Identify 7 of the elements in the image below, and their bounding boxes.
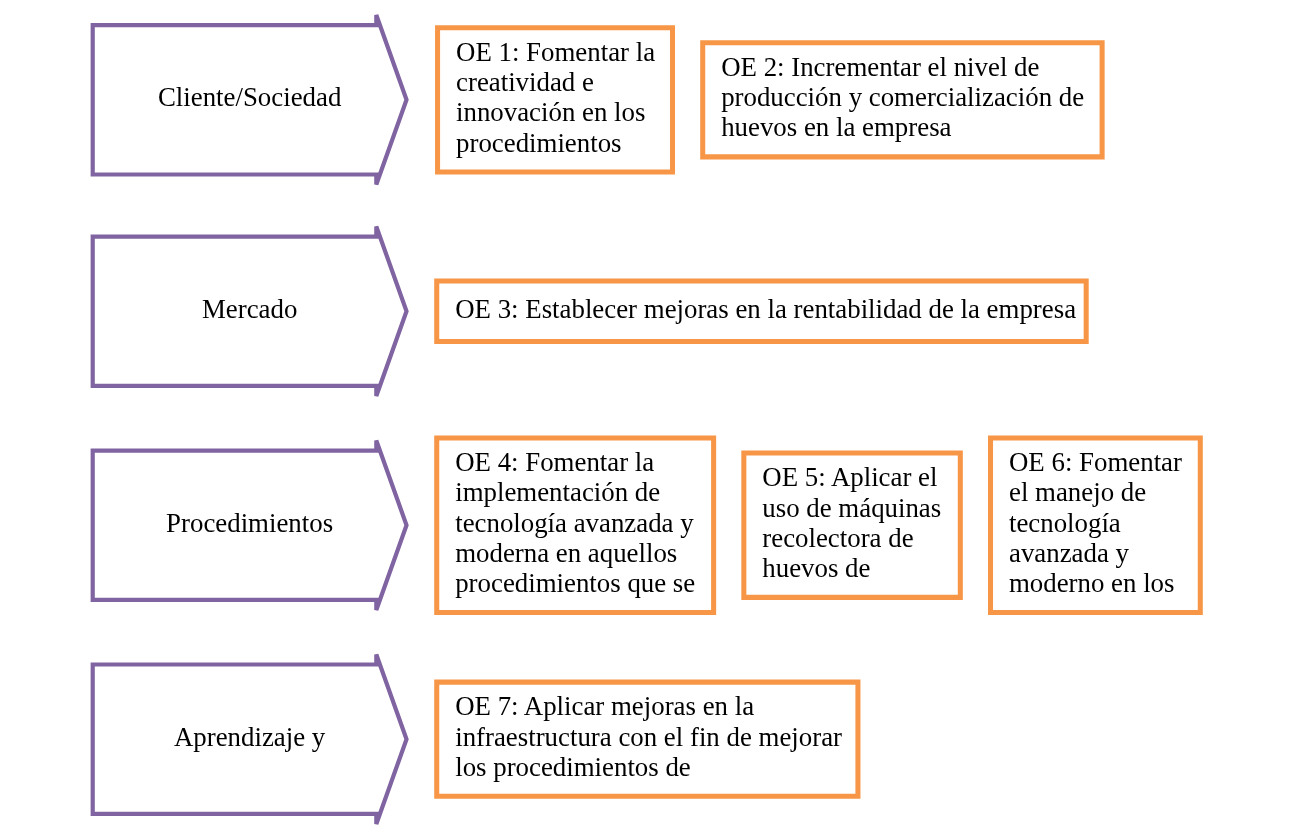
node-box: OE 5: Aplicar el uso de máquinas recolectora de huevos de (741, 450, 963, 600)
node-box: OE 1: Fomentar la creatividad e innovación en los procedimientos (435, 25, 676, 175)
node-box: OE 2: Incrementar el nivel de producción y comercialización de huevos en la empresa (700, 40, 1105, 160)
node-box: OE 7: Aplicar mejoras en la infraestructura con el fin de mejorar los procedimientos de (434, 679, 861, 799)
node-box: OE 4: Fomentar la implementación de tecnología avanzada y moderna en aquellos procedimientos que se (434, 435, 717, 615)
node-box: OE 3: Establecer mejoras en la rentabilidad de la empresa (434, 278, 1089, 344)
node-box: OE 6: Fomentar el manejo de tecnología avanzada y moderno en los (988, 435, 1203, 615)
